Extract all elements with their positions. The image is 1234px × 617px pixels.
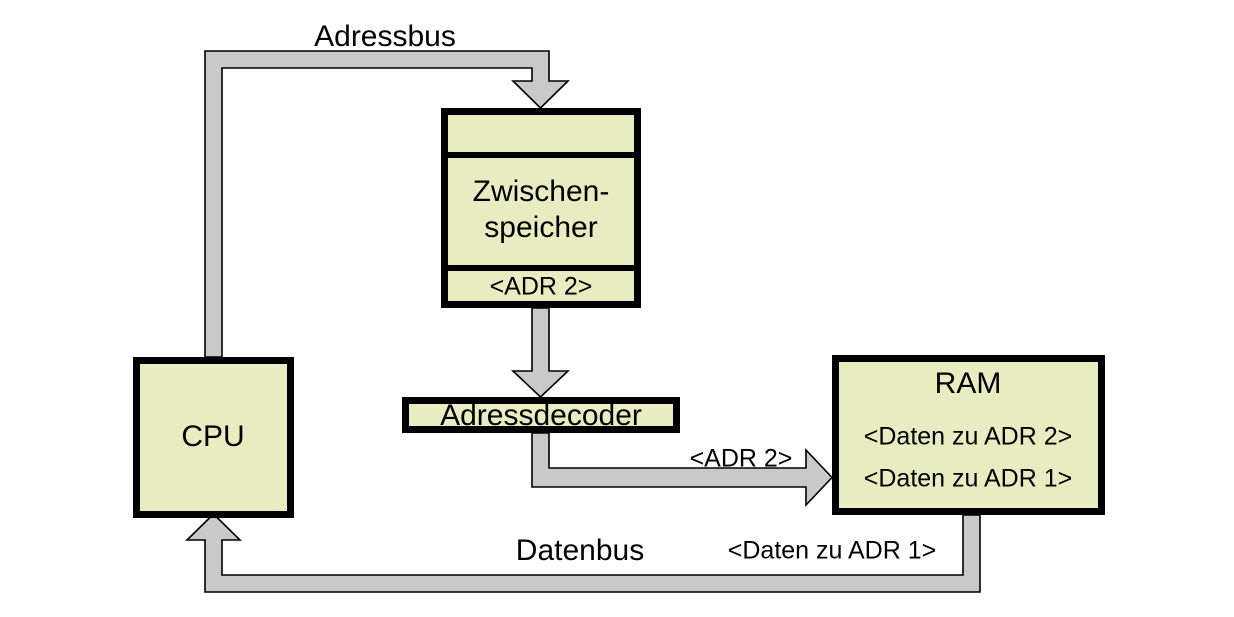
cpu-label: CPU	[181, 420, 245, 453]
datenbus-payload-label: <Daten zu ADR 1>	[727, 536, 937, 565]
zwischenspeicher-title-line1: Zwischen-	[472, 175, 610, 208]
zwischenspeicher-title-line2: speicher	[484, 211, 598, 244]
zwischenspeicher-slot-value: <ADR 2>	[489, 272, 593, 301]
adressdecoder-label: Adressdecoder	[440, 399, 642, 432]
datenbus-label: Datenbus	[515, 534, 645, 567]
zwischenspeicher-to-adressdecoder-connector	[510, 307, 571, 399]
adressdecoder-to-ram-arrow-label: <ADR 2>	[689, 444, 793, 473]
adressbus-label: Adressbus	[314, 20, 456, 53]
ram-box[interactable]	[832, 355, 1105, 515]
datenbus-connector	[185, 512, 981, 593]
adressdecoder-box[interactable]	[402, 397, 680, 433]
adressbus-connector	[204, 50, 570, 358]
ram-row-1: <Daten zu ADR 1>	[863, 464, 1073, 493]
adressdecoder-to-ram-connector	[531, 432, 834, 508]
ram-label: RAM	[934, 367, 1002, 400]
ram-row-0: <Daten zu ADR 2>	[863, 422, 1073, 451]
zwischenspeicher-box[interactable]	[441, 108, 641, 308]
cpu-box[interactable]	[133, 357, 294, 518]
